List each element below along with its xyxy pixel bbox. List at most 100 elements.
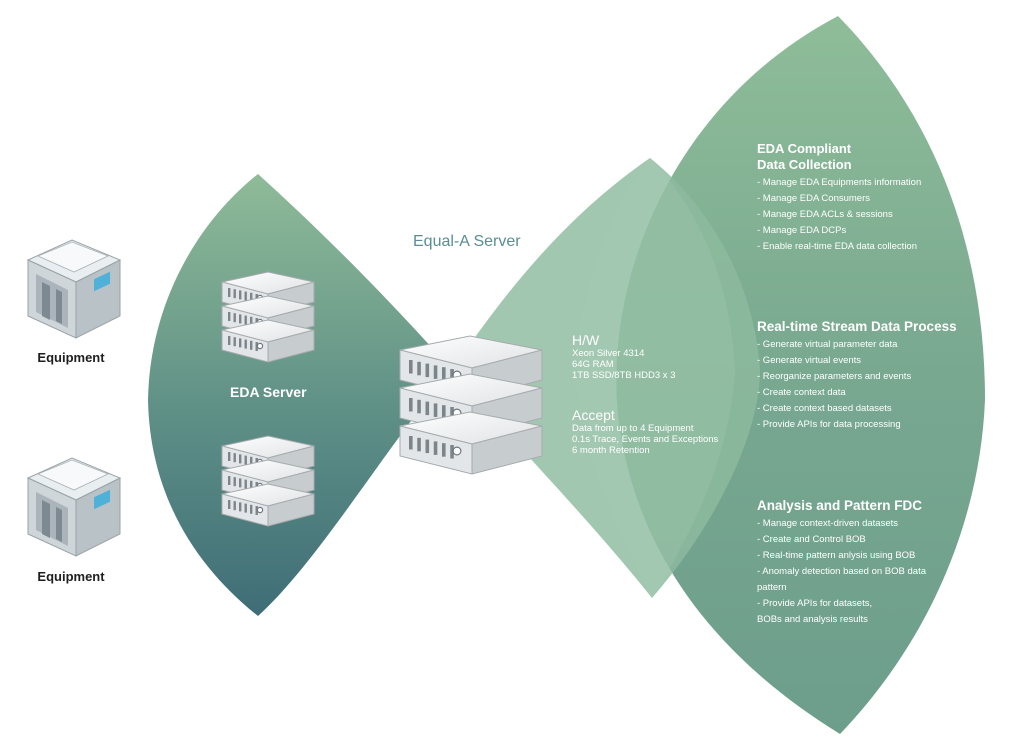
accept-line: 0.1s Trace, Events and Exceptions: [572, 434, 719, 445]
server-vent: [250, 292, 253, 302]
server-vent: [250, 340, 253, 350]
server-vent: [244, 291, 247, 301]
equal-a-server-label: Equal-A Server: [413, 233, 521, 250]
server-vent: [233, 337, 236, 347]
server-vent: [417, 437, 421, 452]
section-item: - Create and Control BOB: [757, 534, 866, 545]
section-title: Real-time Stream Data Process: [757, 319, 957, 334]
hw-title: H/W: [572, 332, 600, 348]
server-vent: [228, 336, 231, 345]
server-vent: [250, 504, 253, 514]
server-vent: [239, 454, 242, 464]
section-item: - Real-time pattern anlysis using BOB: [757, 550, 916, 561]
server-vent: [228, 476, 231, 485]
server-vent: [244, 503, 247, 513]
server-vent: [433, 365, 438, 379]
section-item: - Create context based datasets: [757, 403, 892, 414]
server-vent: [228, 288, 231, 297]
server-vent: [244, 339, 247, 349]
server-vent: [239, 502, 242, 512]
section-title: Data Collection: [757, 157, 852, 172]
server-vent: [417, 361, 421, 376]
server-vent: [228, 500, 231, 509]
server-vent: [239, 338, 242, 348]
main-capability-shape: [616, 16, 985, 734]
server-vent: [244, 479, 247, 489]
equal-a-server-icon: [399, 335, 543, 475]
hw-spec-block: H/W Xeon Silver 4314 64G RAM 1TB SSD/8TB…: [572, 332, 772, 381]
server-vent: [233, 501, 236, 511]
section-item: - Anomaly detection based on BOB data: [757, 566, 926, 577]
server-vent: [244, 455, 247, 465]
server-vent: [442, 367, 446, 381]
server-vent: [233, 313, 236, 323]
equipment-label-1: Equipment: [37, 350, 105, 365]
server-vent: [228, 312, 231, 321]
section-item: - Generate virtual events: [757, 355, 862, 366]
server-vent: [425, 363, 430, 378]
section-title: EDA Compliant: [757, 141, 852, 156]
server-status-light: [256, 342, 264, 350]
section-item: - Manage EDA Equipments information: [757, 177, 922, 188]
hw-line: Xeon Silver 4314: [572, 348, 645, 359]
accept-title: Accept: [572, 407, 615, 423]
server-vent: [250, 316, 253, 326]
section-item: - Provide APIs for data processing: [757, 419, 901, 430]
equipment-icon-2: [26, 457, 122, 557]
eda-server-icon-1: [221, 271, 315, 363]
server-vent: [425, 401, 430, 416]
equipment-label-2: Equipment: [37, 569, 105, 584]
server-vent: [255, 506, 258, 515]
section-eda-compliant: EDA Compliant Data Collection - Manage E…: [757, 141, 977, 255]
server-status-light: [256, 506, 264, 514]
section-item: pattern: [757, 582, 787, 593]
section-item: - Provide APIs for datasets,: [757, 598, 873, 609]
equal-a-inner-shape: [575, 158, 735, 598]
hw-line: 64G RAM: [572, 359, 614, 370]
server-vent: [450, 407, 454, 421]
equipment-icon-1: [26, 239, 122, 339]
section-item: - Manage EDA DCPs: [757, 225, 847, 236]
server-vent: [239, 314, 242, 324]
server-vent: [409, 436, 413, 450]
server-vent: [239, 290, 242, 300]
section-analysis-fdc: Analysis and Pattern FDC - Manage contex…: [757, 498, 977, 628]
server-vent: [450, 445, 454, 459]
server-vent: [255, 342, 258, 351]
section-item: - Generate virtual parameter data: [757, 339, 898, 350]
accept-line: Data from up to 4 Equipment: [572, 423, 694, 434]
accept-line: 6 month Retention: [572, 445, 650, 456]
section-item: - Create context data: [757, 387, 846, 398]
eda-server-label: EDA Server: [230, 384, 307, 400]
server-vent: [233, 477, 236, 487]
server-vent: [233, 453, 236, 463]
server-vent: [425, 439, 430, 454]
section-item: - Manage EDA Consumers: [757, 193, 870, 204]
server-vent: [417, 399, 421, 414]
server-vent: [442, 443, 446, 457]
section-item: - Manage context-driven datasets: [757, 518, 898, 529]
server-vent: [409, 398, 413, 412]
server-vent: [433, 403, 438, 417]
server-vent: [250, 480, 253, 490]
server-vent: [250, 456, 253, 466]
server-vent: [433, 441, 438, 455]
equal-a-shape: [452, 158, 760, 598]
server-vent: [239, 478, 242, 488]
section-item: - Reorganize parameters and events: [757, 371, 912, 382]
hw-line: 1TB SSD/8TB HDD3 x 3: [572, 370, 676, 381]
section-item: BOBs and analysis results: [757, 614, 868, 625]
section-item: - Manage EDA ACLs & sessions: [757, 209, 893, 220]
server-vent: [244, 315, 247, 325]
section-title: Analysis and Pattern FDC: [757, 498, 923, 513]
server-status-light: [452, 446, 462, 456]
section-stream-process: Real-time Stream Data Process - Generate…: [757, 319, 997, 433]
server-vent: [233, 289, 236, 299]
server-vent: [442, 405, 446, 419]
accept-block: Accept Data from up to 4 Equipment 0.1s …: [572, 407, 772, 456]
section-item: - Enable real-time EDA data collection: [757, 241, 917, 252]
server-vent: [228, 452, 231, 461]
server-vent: [450, 369, 454, 383]
eda-server-icon-2: [221, 435, 315, 527]
